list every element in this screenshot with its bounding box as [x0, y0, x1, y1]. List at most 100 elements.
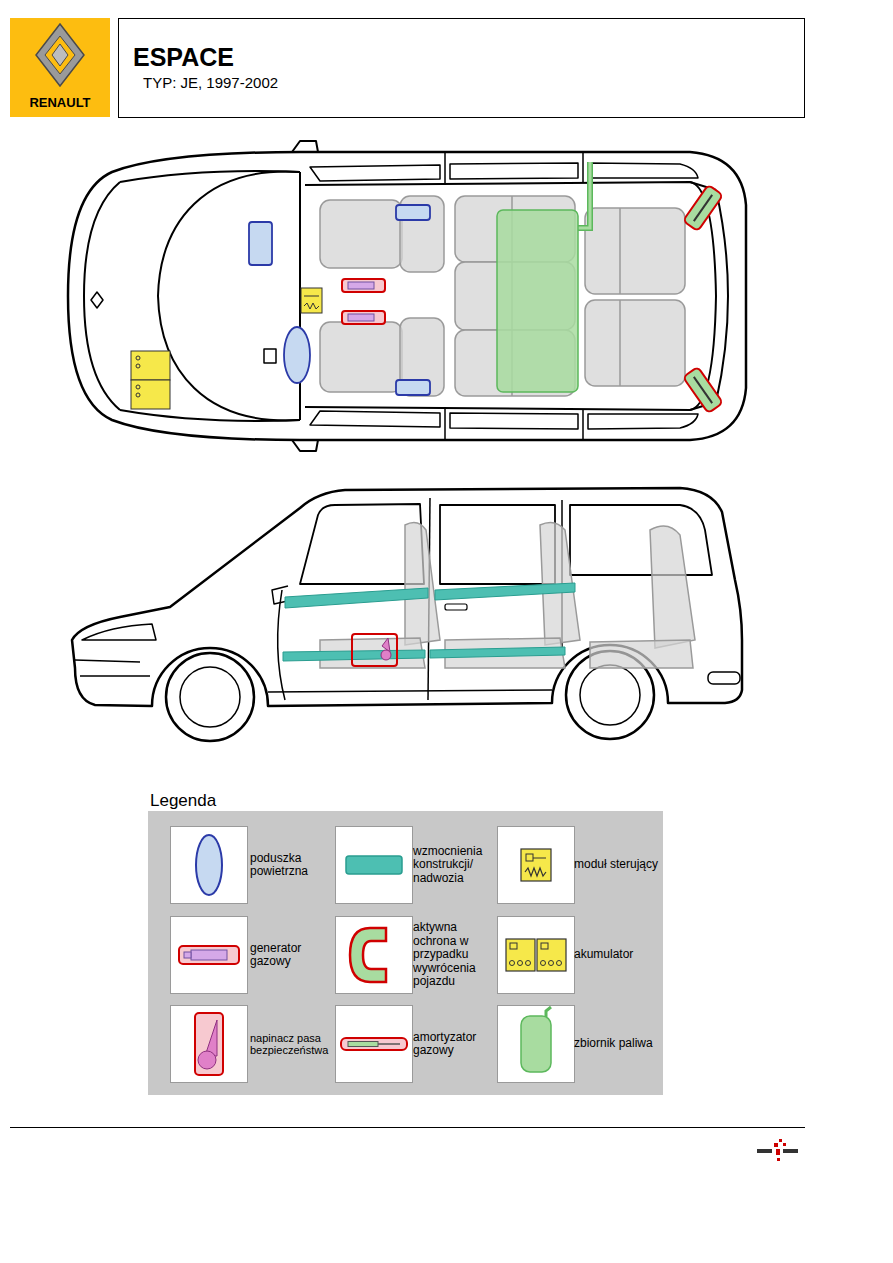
publisher-logo: [776, 1149, 780, 1155]
legend-sample: [336, 917, 413, 994]
car-top-view: [305, 182, 716, 410]
legend-sample-frame: [498, 827, 575, 904]
airbag: [396, 380, 430, 395]
legend-icon: [341, 1038, 407, 1050]
body-reinforcement: [435, 583, 575, 600]
seatbelt-pretensioner: [352, 634, 397, 666]
legend-text: napinacz pasa bezpieczeństwa: [250, 1032, 334, 1057]
car-top-view: [310, 165, 440, 181]
pretensioner-icon: [198, 1051, 216, 1069]
legend-icon: [350, 928, 386, 982]
fuel-tank-swatch: [546, 1007, 551, 1017]
battery: [136, 356, 140, 360]
legend-text: poduszka powietrzna: [250, 852, 334, 879]
gas-generator: [342, 279, 385, 292]
legend-text: amortyzator gazowy: [413, 1031, 497, 1058]
footer-rule: [10, 1127, 805, 1128]
brand-logo: [10, 18, 110, 117]
publisher-logo: [777, 1158, 780, 1161]
car-top-view: [588, 163, 698, 178]
brand-logo: [45, 36, 75, 74]
car-top-view: [716, 190, 728, 402]
battery-icon: [541, 943, 548, 949]
legend-entry: poduszka powietrzna: [250, 826, 334, 904]
gas-strut: [694, 377, 712, 403]
legend-sample-frame: [171, 827, 248, 904]
battery-icon: [541, 961, 546, 966]
control-module: [301, 288, 322, 313]
generator-icon: [191, 950, 227, 960]
car-top-view: [450, 413, 578, 429]
gas-generator: [342, 311, 385, 324]
module-icon: [521, 849, 551, 881]
legend-sample-frame: [498, 917, 575, 994]
legend-entry: akumulator: [574, 916, 662, 994]
gas-strut: [683, 185, 723, 231]
publisher-logo: [757, 1139, 798, 1161]
car-top-view: [158, 172, 300, 421]
car-side-view: [82, 624, 156, 640]
battery-icon: [510, 943, 517, 949]
battery-icon: [549, 961, 554, 966]
legend-entry: moduł sterujący: [574, 826, 662, 904]
legend-text: aktywna ochrona w przypadku wywrócenia p…: [413, 921, 497, 988]
legend-text: moduł sterujący: [574, 858, 658, 871]
battery: [131, 351, 170, 380]
car-side-view: [268, 690, 552, 692]
legend-sample-frame: [498, 1006, 575, 1083]
model-type: TYP: JE, 1997-2002: [143, 74, 443, 91]
legend-text: akumulator: [574, 948, 633, 961]
battery: [136, 364, 140, 368]
legend-text: generator gazowy: [250, 942, 334, 969]
page-title: ESPACE: [133, 43, 234, 72]
seat: [320, 196, 685, 396]
legend-sample: [171, 827, 248, 904]
airbag: [396, 205, 430, 220]
car-top-view: [445, 152, 583, 440]
seat: [405, 522, 440, 645]
gas-generator: [348, 282, 374, 289]
generator-icon: [179, 946, 239, 964]
publisher-logo: [774, 1143, 778, 1147]
car-top-view: [310, 411, 440, 427]
fuel-tank: [497, 210, 578, 392]
legend-text: zbiornik paliwa: [574, 1037, 653, 1050]
seat: [650, 526, 695, 648]
car-side-view: [166, 653, 254, 741]
legend-icon: [346, 856, 402, 874]
car-top-view: [68, 141, 746, 451]
legend-panel: [148, 811, 663, 1095]
car-side-view: [72, 488, 742, 741]
legend-sample-frame: [336, 917, 413, 994]
battery-icon: [537, 939, 566, 971]
body-reinforcement: [283, 650, 425, 661]
legend-icon: [179, 946, 239, 964]
seat: [590, 640, 693, 668]
body-reinforcement: [285, 588, 428, 608]
fuel-tank: [497, 162, 590, 392]
body-reinforcement: [283, 583, 575, 661]
body-reinforcement: [430, 647, 565, 658]
strut-icon: [341, 1038, 407, 1050]
gas-strut: [694, 195, 712, 221]
car-top-view: [120, 171, 300, 182]
legend-sample: [171, 1006, 248, 1083]
legend-sample: [336, 1006, 413, 1083]
legend-icon: [195, 1013, 223, 1075]
legend-entry: amortyzator gazowy: [413, 1005, 497, 1083]
car-side-view: [708, 672, 740, 684]
seat: [585, 300, 685, 386]
header-frame: [119, 19, 805, 118]
module-icon: [526, 854, 533, 861]
brand-logo: [52, 44, 68, 66]
car-top-view: [292, 141, 318, 152]
battery-icon: [557, 961, 562, 966]
airbag: [249, 222, 272, 265]
rollover-icon: [350, 928, 386, 982]
gas-strut: [683, 367, 723, 413]
legend-icon: [521, 1007, 551, 1072]
brand-name: RENAULT: [10, 95, 110, 110]
car-top-view: [450, 163, 578, 179]
seat: [320, 200, 402, 268]
